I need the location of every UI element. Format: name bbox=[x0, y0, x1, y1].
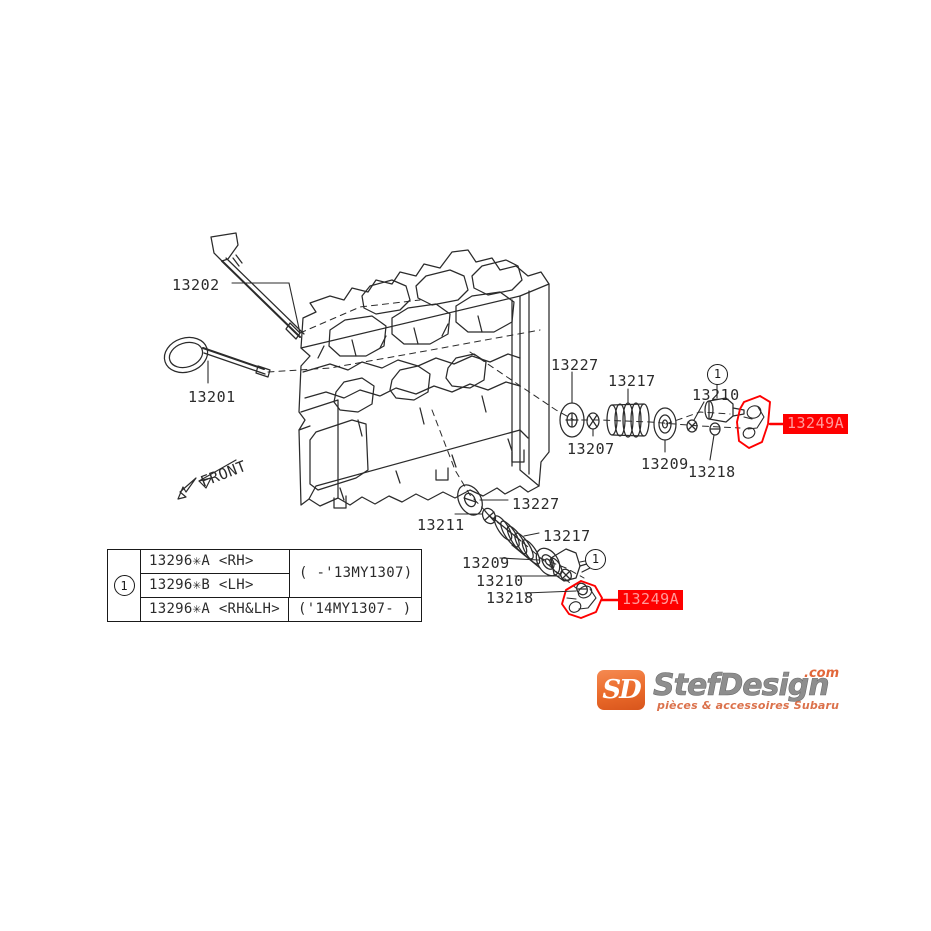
circle-marker-1-upper: 1 bbox=[707, 363, 728, 385]
watermark: SD StefDesign .com pièces & accessoires … bbox=[597, 666, 855, 718]
table-period-merged: ( -'13MY1307) bbox=[299, 565, 413, 581]
table-row: 13296✳B <LH> bbox=[149, 577, 254, 593]
upper-valve-train bbox=[559, 397, 745, 441]
highlight-13249A-lower[interactable]: 13249A bbox=[618, 590, 684, 610]
intake-valve-13201 bbox=[163, 336, 271, 378]
callout-13210-lower: 13210 bbox=[476, 572, 524, 590]
front-marker: FRONT bbox=[176, 452, 266, 504]
reference-table-marker-label: 1 bbox=[113, 575, 135, 596]
callout-13211: 13211 bbox=[417, 516, 465, 534]
watermark-badge-icon: SD bbox=[597, 670, 645, 710]
reference-table-marker: 1 bbox=[108, 550, 141, 621]
reference-table-top-block: 13296✳A <RH> 13296✳B <LH> ( -'13MY1307) bbox=[141, 550, 422, 598]
valve-spring-upper bbox=[606, 402, 650, 438]
watermark-domain: .com bbox=[804, 666, 840, 681]
callout-13227-lower: 13227 bbox=[512, 495, 560, 513]
rocker-arm-13249A-upper bbox=[736, 395, 771, 449]
table-period: ('14MY1307- ) bbox=[298, 601, 412, 617]
callout-13217-lower: 13217 bbox=[543, 527, 591, 545]
callout-13202: 13202 bbox=[172, 276, 220, 294]
callout-13210-upper: 13210 bbox=[692, 386, 740, 404]
callout-13227-upper: 13227 bbox=[551, 356, 599, 374]
callout-13209-lower: 13209 bbox=[462, 554, 510, 572]
circle-marker-label: 1 bbox=[707, 363, 728, 385]
valve-spring-lower bbox=[492, 515, 541, 569]
watermark-brand-name: StefDesign bbox=[653, 668, 830, 704]
highlight-13249A-upper[interactable]: 13249A bbox=[783, 414, 849, 434]
table-row: 13296✳A <RH> bbox=[141, 550, 289, 574]
table-part-name: 13296✳A <RH&LH> bbox=[141, 598, 289, 621]
rocker-arm-13249A-lower bbox=[561, 580, 603, 619]
callout-13201: 13201 bbox=[188, 388, 236, 406]
front-direction-arrow bbox=[177, 459, 237, 500]
reference-table: 1 13296✳A <RH> 13296✳B <LH> ( -'13MY1307… bbox=[107, 549, 423, 622]
table-row: 13296✳A <RH&LH> ('14MY1307- ) bbox=[141, 598, 421, 621]
callout-13218-lower: 13218 bbox=[486, 589, 534, 607]
callout-13207: 13207 bbox=[567, 440, 615, 458]
exhaust-valve-13202 bbox=[210, 232, 305, 340]
front-label: FRONT bbox=[198, 456, 249, 491]
callout-13209-upper: 13209 bbox=[641, 455, 689, 473]
cylinder-head-body bbox=[298, 249, 550, 509]
watermark-tagline: pièces & accessoires Subaru bbox=[657, 699, 840, 712]
circle-marker-label: 1 bbox=[585, 548, 606, 570]
watermark-badge-label: SD bbox=[602, 675, 641, 705]
circle-marker-1-lower: 1 bbox=[585, 548, 606, 570]
callout-13217-upper: 13217 bbox=[608, 372, 656, 390]
lower-valve-train bbox=[457, 484, 593, 596]
callout-13218-upper: 13218 bbox=[688, 463, 736, 481]
